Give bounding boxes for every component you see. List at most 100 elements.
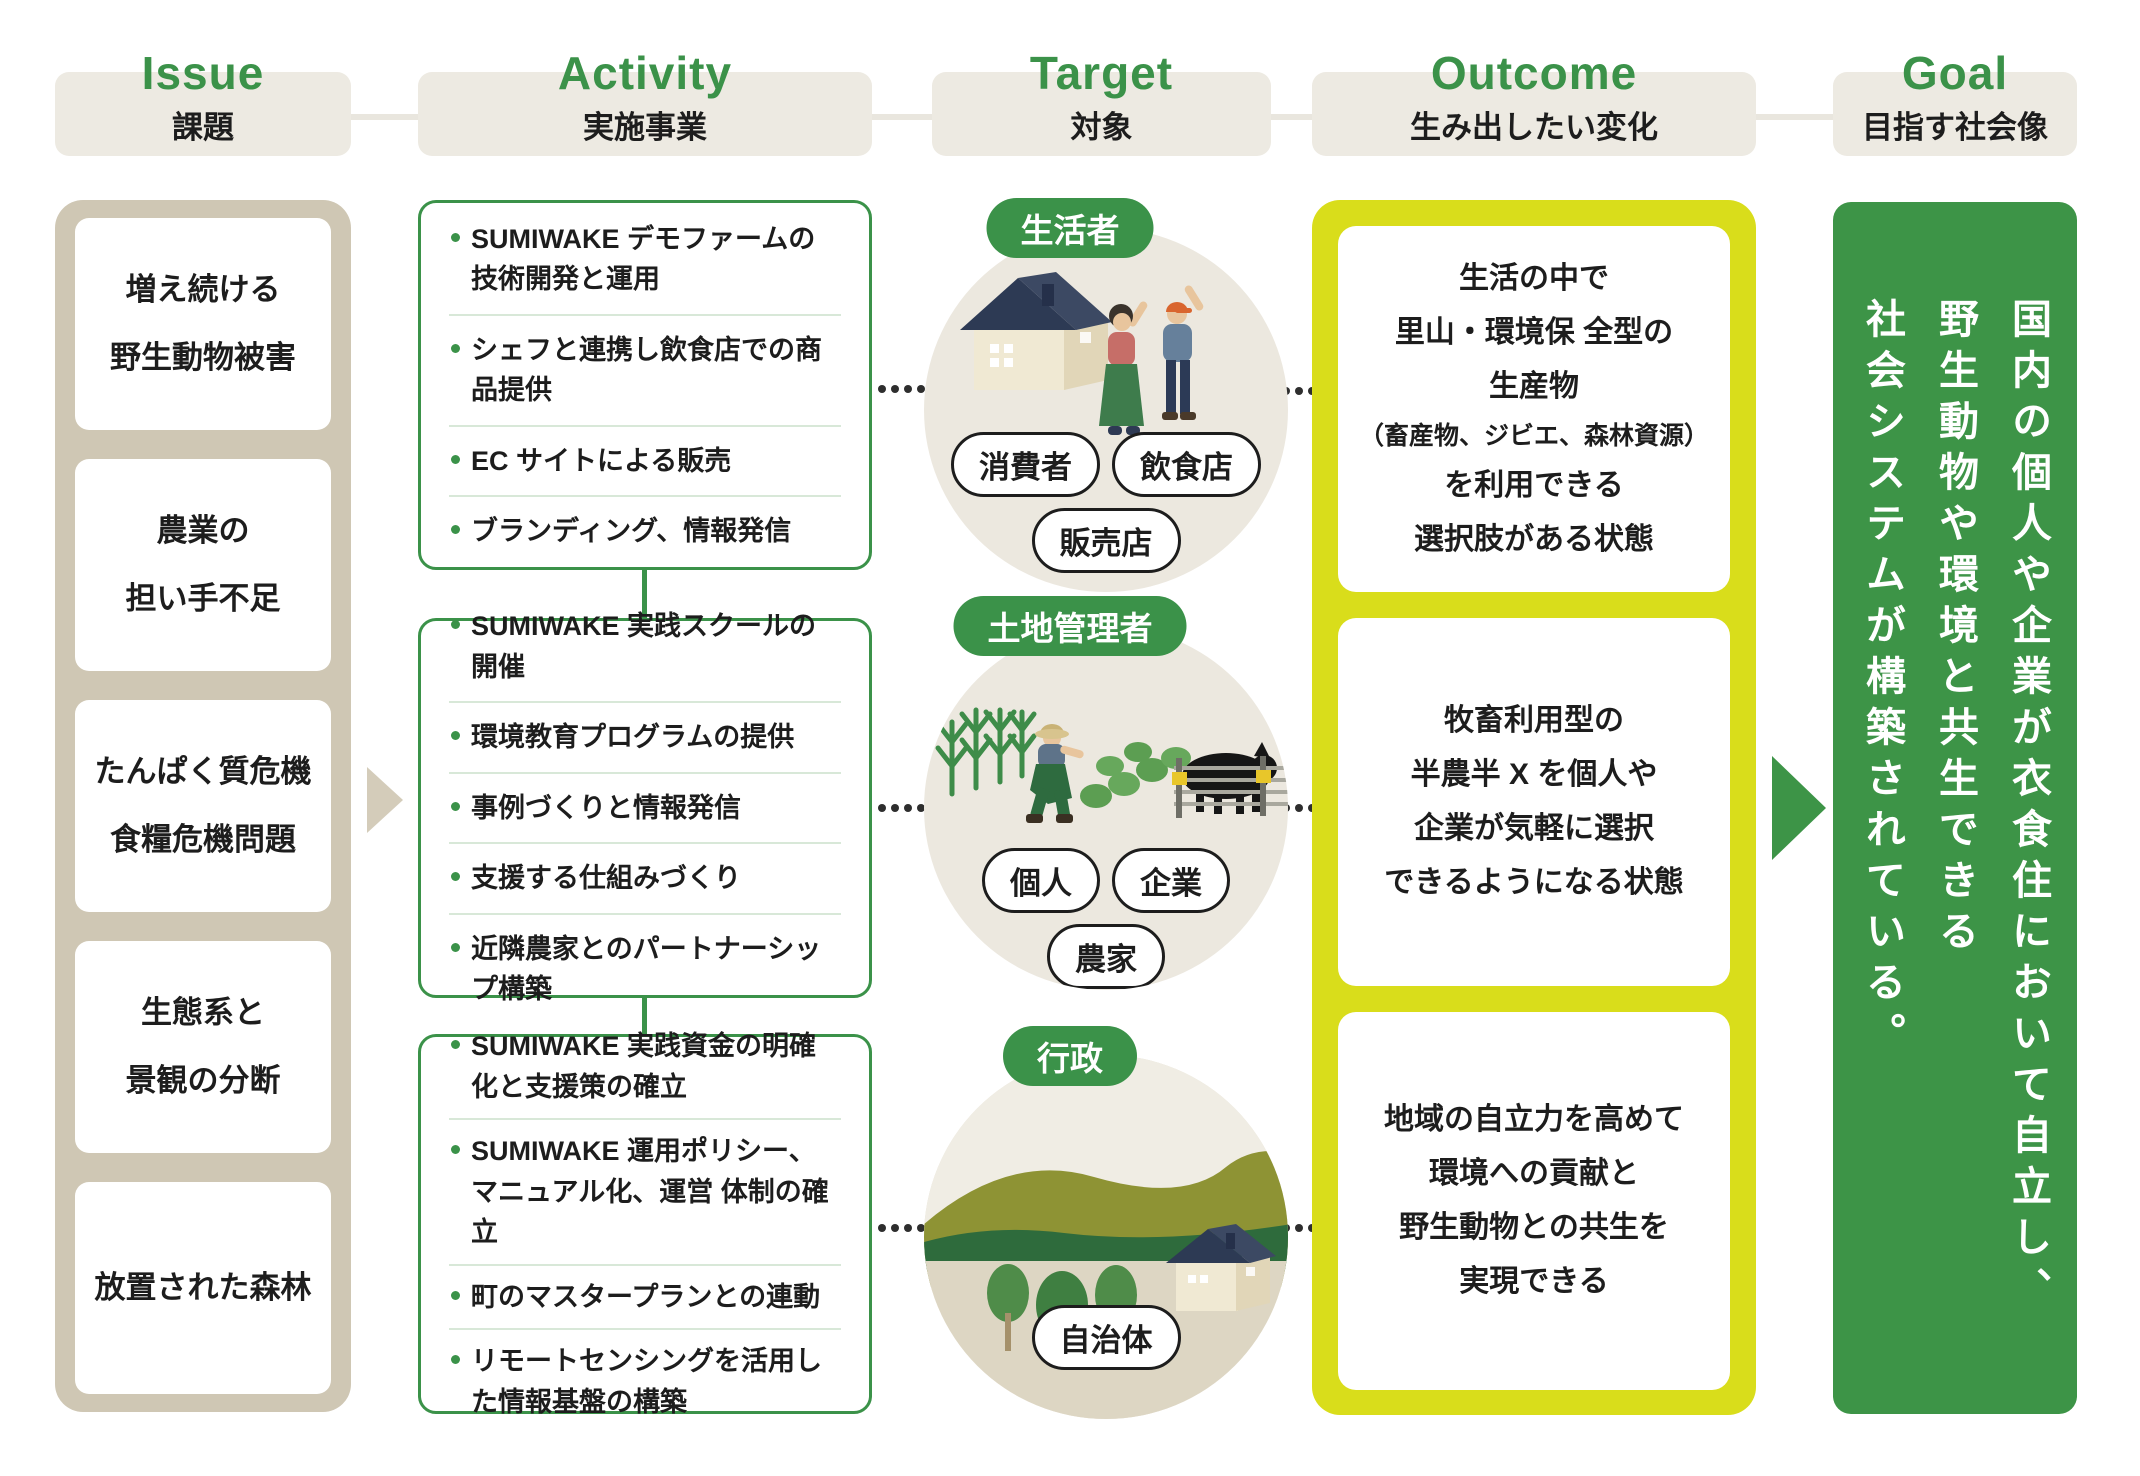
bullet-icon (451, 1145, 460, 1154)
activity-item-label: 近隣農家とのパートナーシップ構築 (471, 933, 822, 1005)
goal-box: 国内の個人や企業が衣食住において自立し、 野生動物や環境と共生できる 社会システ… (1833, 202, 2077, 1414)
boar-fence-icon (1172, 742, 1288, 818)
goal-statement-line: 国内の個人や企業が衣食住において自立し、 (2006, 298, 2050, 1318)
activity-item: 町のマスタープランとの連動 (449, 1266, 841, 1330)
activity-item: SUMIWAKE 運用ポリシー、マニュアル化、運営 体制の確立 (449, 1120, 841, 1266)
activity-item: SUMIWAKE デモファームの技術開発と運用 (449, 205, 841, 316)
activity-header: Activity 実施事業 (418, 47, 872, 156)
target-tag: 販売店 (1031, 508, 1181, 573)
activity-item-label: SUMIWAKE 実践スクールの開催 (471, 611, 817, 682)
issue-item: 増え続ける 野生動物被害 (75, 218, 331, 430)
issue-column: 増え続ける 野生動物被害 農業の 担い手不足 たんぱく質危機 食糧危機問題 生態… (55, 200, 351, 1412)
crops-icon (935, 707, 1037, 797)
issue-item: 放置された森林 (75, 1182, 331, 1394)
goal-statement: 国内の個人や企業が衣食住において自立し、 野生動物や環境と共生できる 社会システ… (1840, 298, 2070, 1318)
target-tag: 企業 (1112, 848, 1230, 913)
outcome-title-en: Outcome (1430, 47, 1638, 99)
outcome-line: 企業が気軽に選択 (1414, 812, 1654, 845)
outcome-box: 牧畜利用型の 半農半 X を個人や 企業が気軽に選択 できるようになる状態 (1338, 618, 1730, 986)
target-tag: 飲食店 (1112, 432, 1261, 497)
activity-connector-line (642, 570, 647, 618)
bullet-icon (451, 1355, 460, 1364)
outcome-line: できるようになる状態 (1384, 866, 1684, 899)
goal-title-en: Goal (1901, 47, 2009, 99)
issue-to-activity-arrow-icon (367, 767, 403, 833)
issue-title-en: Issue (141, 47, 265, 99)
issue-item-line: 食糧危機問題 (110, 822, 296, 857)
outcome-box: 地域の自立力を高めて 環境への貢献と 野生動物との共生を 実現できる (1338, 1012, 1730, 1390)
activity-item-label: 事例づくりと情報発信 (471, 792, 741, 823)
bullet-icon (451, 620, 460, 630)
target-group-label: 土地管理者 (953, 596, 1187, 656)
activity-item-label: リモートセンシングを活用した情報基盤の構築 (471, 1346, 822, 1417)
target-tag: 個人 (982, 848, 1100, 913)
house-and-people-illustration (960, 272, 1204, 435)
activity-item: SUMIWAKE 実践資金の明確化と支援策の確立 (449, 1015, 841, 1120)
target-group-label: 行政 (1003, 1026, 1137, 1086)
issue-header: Issue 課題 (55, 47, 351, 156)
outcome-line: 牧畜利用型の (1444, 704, 1624, 737)
issue-item-line: 増え続ける (125, 271, 281, 307)
issue-item-line: 農業の (156, 512, 250, 548)
issue-item-line: 景観の分断 (125, 1063, 281, 1098)
outcome-line: 里山・環境保 全型の (1394, 315, 1674, 349)
activity-box-2: SUMIWAKE 実践スクールの開催 環境教育プログラムの提供 事例づくりと情報… (418, 611, 872, 1004)
activity-item: SUMIWAKE 実践スクールの開催 (449, 592, 841, 704)
people-icon (1099, 285, 1204, 435)
issue-item-line: たんぱく質危機 (94, 753, 312, 789)
activity-item: 事例づくりと情報発信 (449, 774, 841, 845)
activity-item: 環境教育プログラムの提供 (449, 703, 841, 774)
issue-item-line: 生態系と (141, 994, 265, 1030)
target-group-label: 生活者 (986, 198, 1154, 258)
target-group-seikatsusha: 消費者 飲食店 販売店 (924, 228, 1288, 592)
target-header: Target 対象 (932, 47, 1271, 156)
activity-item: EC サイトによる販売 (449, 427, 841, 497)
bullet-icon (451, 232, 460, 242)
activity-item-label: SUMIWAKE デモファームの技術開発と運用 (471, 223, 816, 295)
bullet-icon (451, 525, 460, 534)
issue-item: 生態系と 景観の分断 (75, 941, 331, 1153)
bullet-icon (451, 1290, 460, 1300)
outcome-line: 環境への貢献と (1429, 1157, 1639, 1190)
outcome-line: 選択肢がある状態 (1414, 522, 1654, 556)
bullet-icon (451, 731, 460, 741)
outcome-line: 生産物 (1489, 369, 1579, 403)
outcome-to-goal-arrow-icon (1772, 756, 1826, 860)
goal-statement-line: 社会システムが構築されている。 (1860, 298, 1904, 1063)
bullet-icon (451, 1040, 460, 1049)
activity-item-label: SUMIWAKE 運用ポリシー、マニュアル化、運営 体制の確立 (471, 1136, 829, 1247)
issue-title-ja: 課題 (172, 110, 234, 145)
activity-item: リモートセンシングを活用した情報基盤の構築 (449, 1330, 841, 1433)
outcome-line: （畜産物、ジビエ、森林資源） (1358, 421, 1709, 450)
issue-item-line: 放置された森林 (94, 1269, 312, 1305)
activity-box-1: SUMIWAKE デモファームの技術開発と運用 シェフと連携し飲食店での商品提供… (418, 200, 872, 570)
activity-connector-line (642, 998, 647, 1034)
outcome-line: 半農半 X を個人や (1410, 758, 1658, 791)
house-icon (960, 272, 1112, 390)
activity-title-ja: 実施事業 (583, 110, 707, 145)
activity-item: 支援する仕組みづくり (449, 844, 841, 915)
activity-item: 近隣農家とのパートナーシップ構築 (449, 915, 841, 1024)
farm-illustration (935, 707, 1288, 823)
target-tags: 個人 企業 農家 (924, 848, 1288, 989)
target-tags: 自治体 (924, 1305, 1288, 1370)
activity-box-3: SUMIWAKE 実践資金の明確化と支援策の確立 SUMIWAKE 運用ポリシー… (418, 1031, 872, 1417)
header-connector-line (1756, 114, 1833, 120)
target-group-tochikanrisha: 個人 企業 農家 (924, 626, 1288, 990)
header-connector-line (1271, 114, 1312, 120)
target-tags: 消費者 飲食店 販売店 (924, 432, 1288, 573)
issue-item-line: 野生動物被害 (110, 340, 296, 375)
issue-item: 農業の 担い手不足 (75, 459, 331, 671)
outcome-line: 生活の中で (1459, 261, 1609, 295)
bullet-icon (451, 872, 460, 882)
bullet-icon (451, 801, 460, 811)
bullet-icon (451, 343, 460, 353)
outcome-header: Outcome 生み出したい変化 (1312, 47, 1756, 156)
goal-header: Goal 目指す社会像 (1833, 47, 2077, 156)
outcome-line: を利用できる (1444, 468, 1624, 502)
activity-item: シェフと連携し飲食店での商品提供 (449, 316, 841, 427)
outcome-line: 実現できる (1459, 1265, 1609, 1298)
target-tag: 自治体 (1031, 1305, 1181, 1370)
issue-item: たんぱく質危機 食糧危機問題 (75, 700, 331, 912)
target-title-ja: 対象 (1070, 110, 1133, 145)
